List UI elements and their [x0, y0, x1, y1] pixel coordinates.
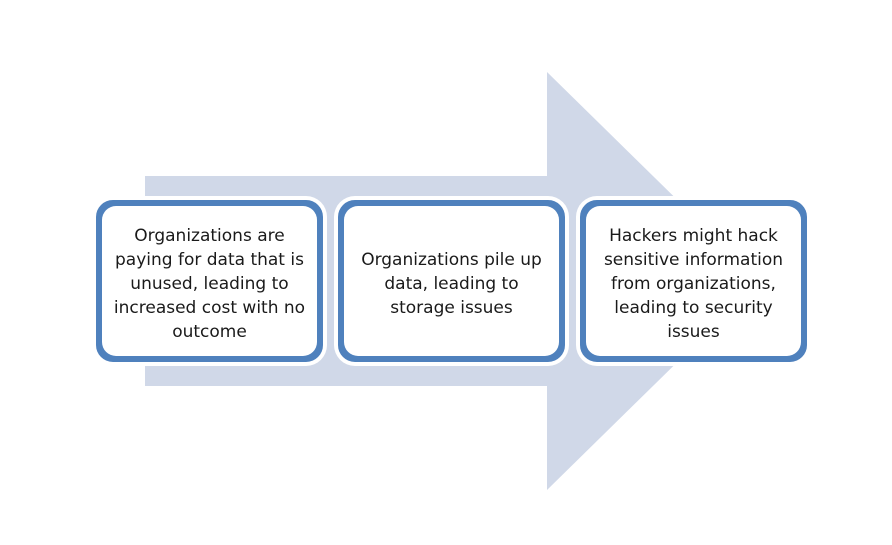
- step-text-1: Organizations are paying for data that i…: [113, 226, 306, 342]
- step-card-2-inner: Organizations pile up data, leading to s…: [344, 206, 559, 356]
- step-text-3: Hackers might hack sensitive information…: [603, 226, 784, 342]
- step-card-1-inner: Organizations are paying for data that i…: [102, 206, 317, 356]
- step-card-3: Hackers might hack sensitive information…: [577, 197, 810, 365]
- step-card-2: Organizations pile up data, leading to s…: [335, 197, 568, 365]
- step-text-2: Organizations pile up data, leading to s…: [361, 250, 542, 318]
- step-card-3-inner: Hackers might hack sensitive information…: [586, 206, 801, 356]
- step-card-1: Organizations are paying for data that i…: [93, 197, 326, 365]
